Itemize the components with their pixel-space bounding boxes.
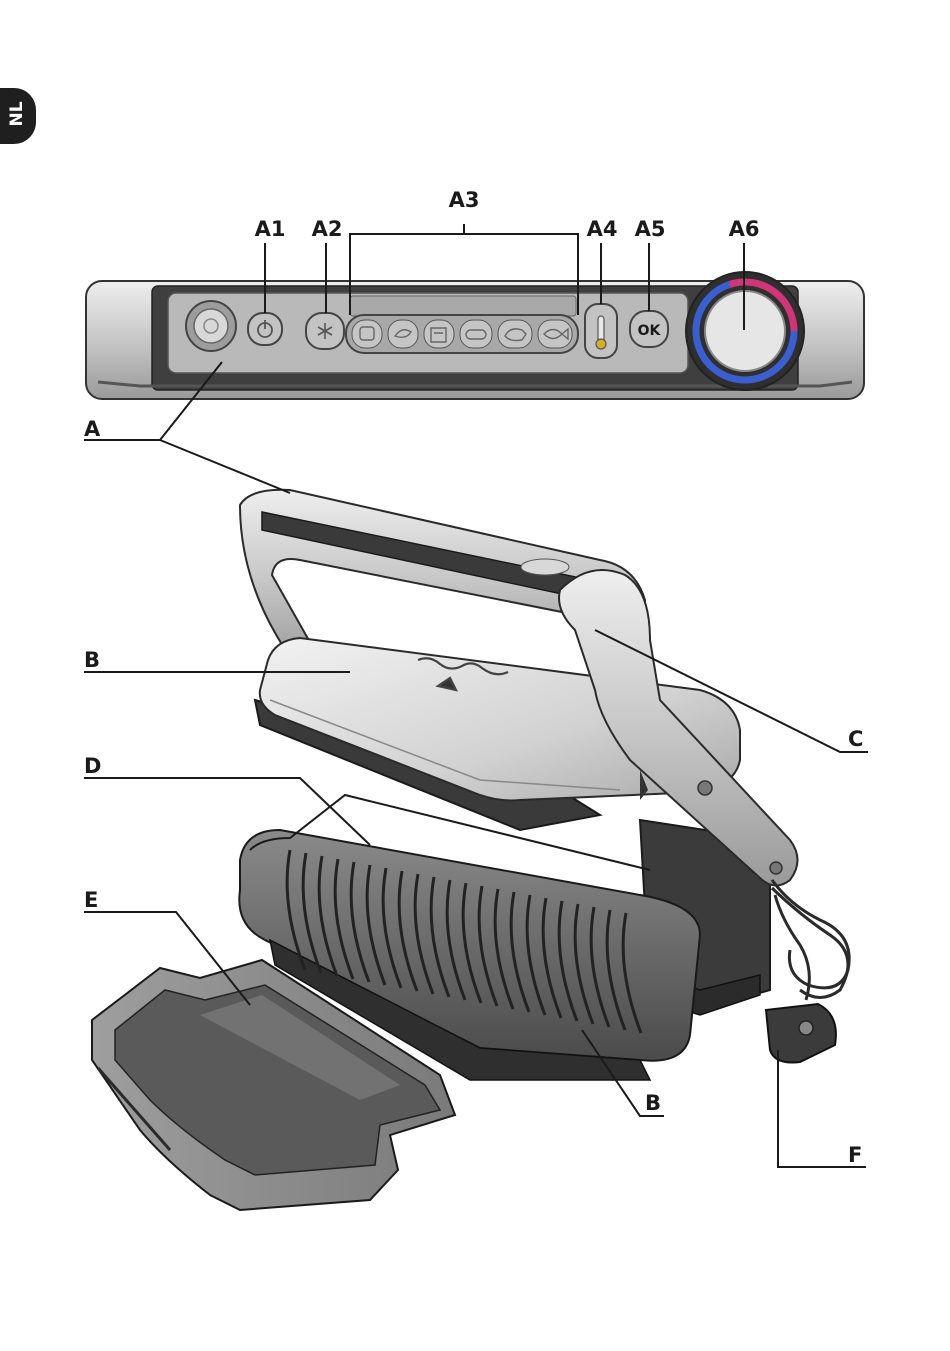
label-b-bottom: B (645, 1091, 661, 1115)
power-cord (772, 880, 849, 1000)
label-c: C (848, 727, 863, 751)
label-a6: A6 (729, 217, 760, 241)
program-button-sandwich[interactable] (424, 320, 454, 348)
defrost-button[interactable] (306, 313, 344, 349)
ok-button[interactable]: OK (630, 311, 668, 347)
ok-button-label: OK (638, 323, 662, 339)
label-f: F (848, 1143, 862, 1167)
label-a1: A1 (255, 217, 286, 241)
label-a2: A2 (312, 217, 343, 241)
label-a4: A4 (587, 217, 618, 241)
manual-mode-button[interactable] (585, 304, 617, 358)
program-buttons (346, 315, 578, 353)
program-button-burger[interactable] (352, 320, 382, 348)
label-a3: A3 (449, 188, 480, 212)
program-button-fish[interactable] (538, 320, 572, 348)
logo-button[interactable] (186, 301, 236, 351)
program-button-poultry[interactable] (388, 320, 418, 348)
power-button[interactable] (248, 313, 282, 345)
label-a5: A5 (635, 217, 666, 241)
label-a: A (84, 417, 101, 441)
program-button-pork[interactable] (498, 320, 532, 348)
plug (766, 1004, 836, 1063)
label-d: D (84, 754, 101, 778)
thermometer-icon (596, 316, 606, 349)
label-b-top: B (84, 648, 100, 672)
label-e: E (84, 888, 98, 912)
program-button-sausage[interactable] (460, 320, 492, 348)
